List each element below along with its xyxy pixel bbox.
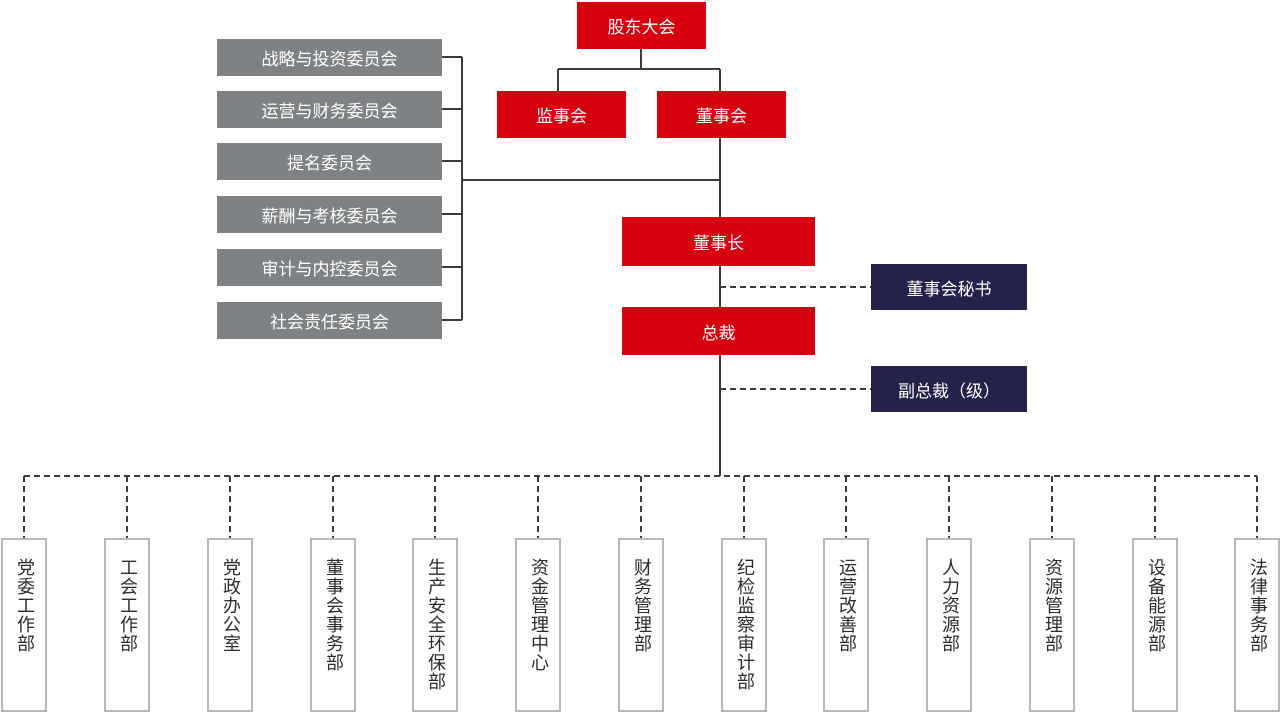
dept-label: 董事会事务部 [323, 558, 344, 672]
dept-label: 人力资源部 [939, 558, 960, 653]
dept-label: 生产安全环保部 [425, 558, 446, 691]
committee-social-responsibility: 社会责任委员会 [217, 302, 442, 339]
committee-operations-finance: 运营与财务委员会 [217, 91, 442, 128]
committee-remuneration-appraisal: 薪酬与考核委员会 [217, 196, 442, 233]
dept-label: 工会工作部 [117, 558, 138, 653]
committee-strategy-investment: 战略与投资委员会 [217, 39, 442, 76]
dept-human-resources: 人力资源部 [926, 538, 972, 712]
committee-audit-internal-control: 审计与内控委员会 [217, 249, 442, 286]
vice-president-box: 副总裁（级） [871, 366, 1027, 412]
dept-label: 资源管理部 [1042, 558, 1063, 653]
shareholders-meeting-box: 股东大会 [577, 2, 706, 49]
dept-operations-improvement: 运营改善部 [823, 538, 869, 712]
dept-label: 财务管理部 [631, 558, 652, 653]
dept-fund-management-center: 资金管理中心 [515, 538, 561, 712]
dept-label: 党政办公室 [220, 558, 241, 653]
dept-label: 党委工作部 [14, 558, 35, 653]
dept-label: 运营改善部 [836, 558, 857, 653]
dept-production-safety-env: 生产安全环保部 [412, 538, 458, 712]
board-of-directors-box: 董事会 [657, 91, 786, 138]
dept-labor-union-work: 工会工作部 [104, 538, 150, 712]
dept-equipment-energy: 设备能源部 [1132, 538, 1178, 712]
chairman-box: 董事长 [622, 217, 815, 266]
committee-nomination: 提名委员会 [217, 143, 442, 180]
dept-label: 设备能源部 [1145, 558, 1166, 653]
board-secretary-box: 董事会秘书 [871, 264, 1027, 310]
president-box: 总裁 [622, 307, 815, 355]
dept-discipline-audit: 纪检监察审计部 [721, 538, 767, 712]
dept-label: 资金管理中心 [528, 558, 549, 672]
dept-party-committee-work: 党委工作部 [1, 538, 47, 712]
dept-legal-affairs: 法律事务部 [1234, 538, 1280, 712]
dept-board-affairs: 董事会事务部 [310, 538, 356, 712]
dept-financial-management: 财务管理部 [618, 538, 664, 712]
dept-party-admin-office: 党政办公室 [207, 538, 253, 712]
dept-label: 法律事务部 [1247, 558, 1268, 653]
dept-resource-management: 资源管理部 [1029, 538, 1075, 712]
dept-label: 纪检监察审计部 [734, 558, 755, 691]
supervisory-board-box: 监事会 [497, 91, 626, 138]
